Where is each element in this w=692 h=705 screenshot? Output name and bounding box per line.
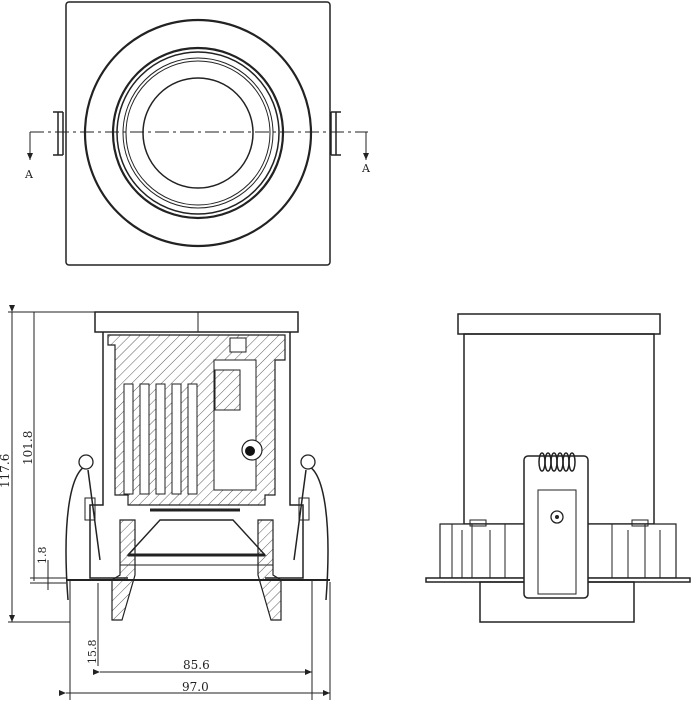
right-torsion-spring xyxy=(293,464,329,601)
driver-box xyxy=(94,311,299,333)
housing-outline xyxy=(89,332,304,579)
section-view xyxy=(65,311,330,621)
left-spring-clip xyxy=(53,111,64,156)
dim-body-height: 101.8 xyxy=(21,431,35,465)
reflector-cone xyxy=(126,519,267,556)
reflector-ring-outer xyxy=(116,51,280,215)
dimension-lines xyxy=(8,305,331,700)
bezel-outer-circle xyxy=(83,18,313,248)
side-driver-cap xyxy=(457,313,661,335)
dim-overall-width: 97.0 xyxy=(182,680,209,694)
trim-ring-right xyxy=(257,519,282,621)
dim-flange-thickness: 1.8 xyxy=(36,547,49,565)
side-view xyxy=(425,313,691,623)
section-label-right: A xyxy=(361,162,371,175)
terminal-screw xyxy=(229,337,247,353)
right-spring-clip xyxy=(330,111,341,156)
left-torsion-spring xyxy=(65,464,101,601)
trim-ring-left xyxy=(111,519,136,621)
dim-trim-depth: 15.8 xyxy=(86,640,99,665)
dim-overall-height: 117.6 xyxy=(0,454,12,488)
side-clip-frame xyxy=(523,455,589,599)
dim-cutout-diameter: 85.6 xyxy=(183,658,210,672)
section-label-left: A xyxy=(24,168,34,181)
square-trim-outline xyxy=(65,1,331,266)
top-view: A A xyxy=(24,1,371,266)
bezel-inner-circle xyxy=(111,46,285,220)
reflector-ring-mid xyxy=(122,57,274,209)
side-ribs xyxy=(451,524,661,578)
reflector-ring-inner xyxy=(125,60,271,206)
side-spring-coil xyxy=(538,452,576,472)
lens-circle xyxy=(142,77,254,189)
